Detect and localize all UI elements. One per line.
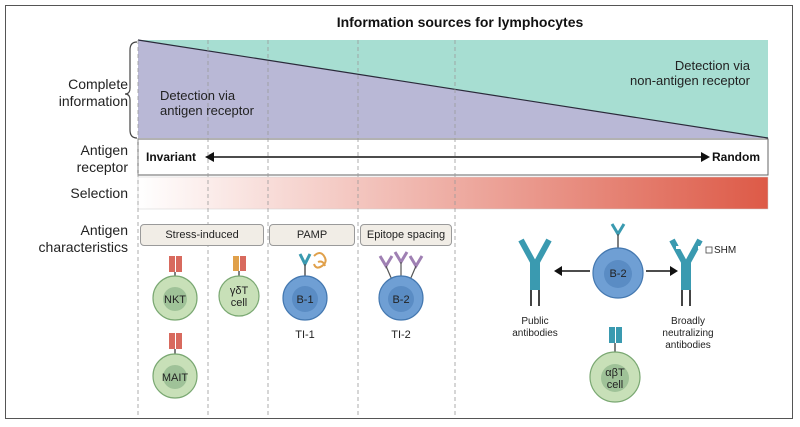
broad-antibody bbox=[669, 238, 713, 306]
abt-cell bbox=[589, 327, 641, 403]
receptor-invariant-label: Invariant bbox=[146, 150, 196, 164]
b2-right-label: B-2 bbox=[609, 268, 626, 280]
public-antibodies-label-2: antibodies bbox=[512, 328, 558, 339]
abt-label-1: αβT bbox=[605, 367, 625, 379]
pill-stress-induced: Stress-induced bbox=[140, 224, 264, 246]
gdt-cell bbox=[218, 256, 260, 317]
figure-frame bbox=[5, 5, 793, 419]
selection-bar bbox=[137, 176, 769, 210]
ti2-label: TI-2 bbox=[391, 329, 411, 341]
non-antigen-region-label-1: Detection via bbox=[675, 58, 751, 73]
public-antibody bbox=[518, 238, 552, 306]
row-label-selection: Selection bbox=[70, 185, 128, 201]
antigen-region-label-1: Detection via bbox=[160, 88, 236, 103]
row-label-antigen-receptor: Antigen receptor bbox=[76, 142, 128, 175]
gdt-label-2: cell bbox=[231, 297, 248, 309]
b2-left-label: B-2 bbox=[392, 294, 409, 306]
abt-label-2: cell bbox=[607, 379, 624, 391]
row-label-antigen-characteristics: Antigen characteristics bbox=[38, 222, 128, 255]
broad-antibodies-label-1: Broadly bbox=[671, 316, 705, 327]
receptor-random-label: Random bbox=[712, 150, 760, 164]
mait-label: MAIT bbox=[162, 372, 189, 384]
nkt-cell bbox=[152, 256, 198, 321]
shm-label: SHM bbox=[714, 245, 736, 256]
pill-pamp: PAMP bbox=[269, 224, 355, 246]
divider-diagonal bbox=[137, 39, 769, 139]
mait-cell bbox=[152, 333, 198, 399]
figure-title: Information sources for lymphocytes bbox=[336, 14, 584, 30]
pill-epitope-spacing: Epitope spacing bbox=[360, 224, 452, 246]
b1-label: B-1 bbox=[296, 294, 313, 306]
gdt-label-1: γδT bbox=[230, 285, 249, 297]
public-antibodies-label-1: Public bbox=[521, 316, 548, 327]
broad-antibodies-label-3: antibodies bbox=[665, 340, 711, 351]
b2-right-cell bbox=[592, 223, 644, 299]
nkt-label: NKT bbox=[164, 294, 186, 306]
non-antigen-region-label-2: non-antigen receptor bbox=[630, 73, 751, 88]
row-label-complete-information: Complete information bbox=[58, 76, 128, 109]
brace bbox=[124, 41, 138, 139]
b1-cell bbox=[282, 252, 328, 321]
ti1-label: TI-1 bbox=[295, 329, 315, 341]
antigen-region-label-2: antigen receptor bbox=[160, 103, 255, 118]
broad-antibodies-label-2: neutralizing bbox=[662, 328, 713, 339]
b2-left-cell bbox=[378, 251, 424, 321]
